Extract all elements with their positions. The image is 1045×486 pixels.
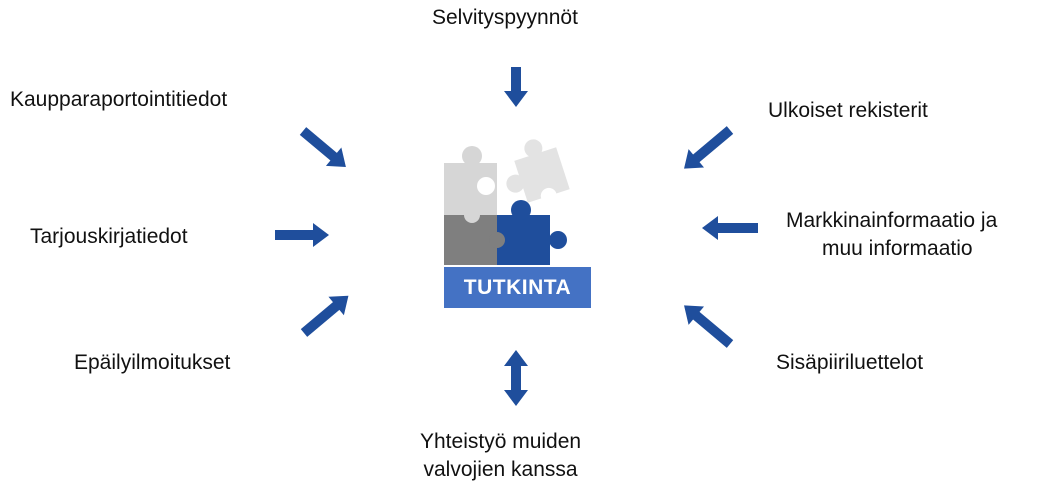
label-kaupparaportointitiedot: Kaupparaportointitiedot [10, 88, 228, 111]
label-markkinainformaatio: Markkinainformaatio ja muu informaatio [786, 207, 997, 263]
center-banner: TUTKINTA [444, 267, 591, 308]
label-yhteistyo-line2: valvojien kanssa [423, 458, 578, 481]
arrow-top-left [299, 127, 346, 167]
arrow-top-right [684, 126, 734, 169]
label-sisapiiriluettelot: Sisäpiiriluettelot [776, 351, 924, 374]
puzzle-piece-blue [489, 200, 567, 265]
puzzle-piece-tilted [506, 139, 570, 204]
label-yhteistyo: Yhteistyö muiden valvojien kanssa [420, 428, 581, 484]
arrow-top [504, 67, 528, 107]
puzzle-piece-light [444, 146, 497, 215]
label-markkinainformaatio-line1: Markkinainformaatio ja [786, 209, 998, 232]
label-selvityspyynnot: Selvityspyynnöt [432, 6, 578, 29]
label-markkinainformaatio-line2: muu informaatio [822, 237, 973, 260]
label-ulkoiset-rekisterit: Ulkoiset rekisterit [768, 99, 928, 122]
arrow-bottom-left [300, 295, 349, 337]
arrow-bottom-double [504, 350, 528, 406]
arrow-bottom-right [684, 305, 734, 348]
label-yhteistyo-line1: Yhteistyö muiden [420, 430, 582, 453]
label-epailyilmoitukset: Epäilyilmoitukset [74, 351, 231, 374]
puzzle-piece-dark [444, 207, 497, 265]
arrow-left [275, 223, 329, 247]
label-tarjouskirjatiedot: Tarjouskirjatiedot [30, 225, 188, 248]
arrow-right [702, 216, 758, 240]
puzzle-icon [444, 139, 570, 265]
